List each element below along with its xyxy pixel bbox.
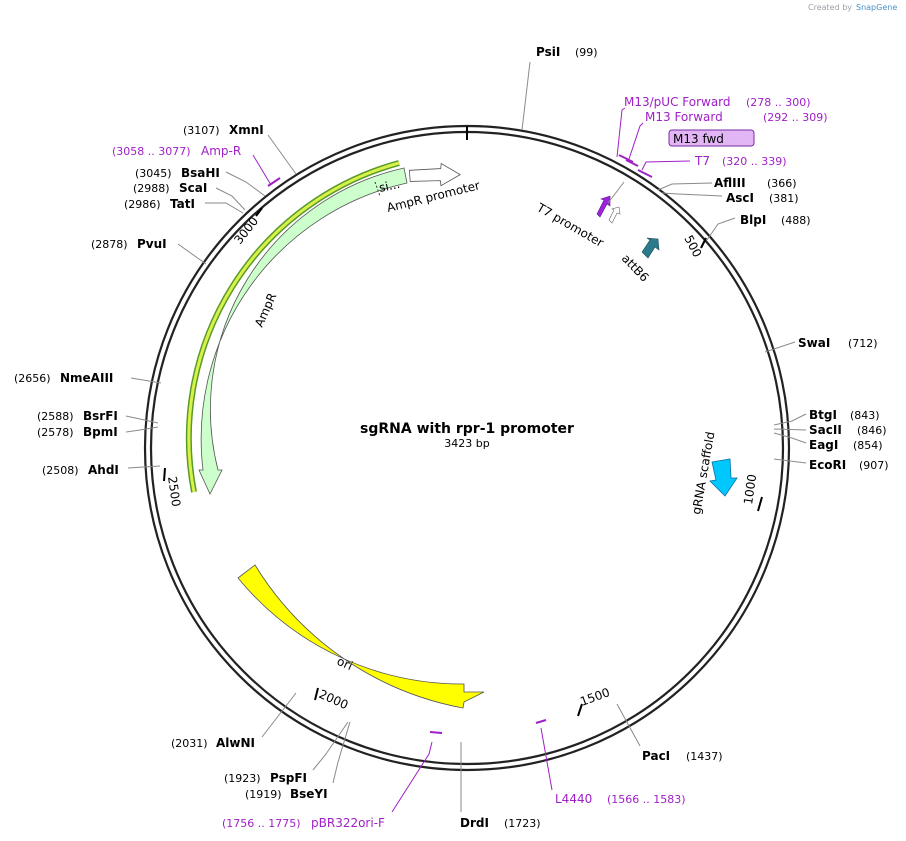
ampr-primer-band [185,160,400,493]
enzyme-name-ahdi: AhdI [88,463,119,477]
credit-brand: SnapGene [856,3,897,12]
tick-mark-500 [700,237,707,249]
tick-label-2500: 2500 [165,475,183,507]
enzyme-name-bsrfi: BsrFI [83,409,118,423]
enzyme-name-alwni: AlwNI [216,736,255,750]
primer-l4440-range: (1566 .. 1583) [607,793,686,806]
enzyme-name-psii: PsiI [536,45,560,59]
enzyme-pos-pvui: (2878) [91,238,128,251]
enzyme-name-swai: SwaI [798,336,830,350]
enzyme-name-ecori: EcoRI [809,458,846,472]
primer-ampr-range: (3058 .. 3077) [112,145,191,158]
tick-mark-2500 [163,467,166,482]
enzyme-name-bseyi: BseYI [290,787,328,801]
enzyme-pos-eagi: (854) [853,439,883,452]
ampr-signal-divider [374,181,381,197]
primer-m13puc-name: M13/pUC Forward [624,95,731,109]
grna-scaffold-arrow [709,458,738,497]
enzyme-name-bsahi: BsaHI [181,166,220,180]
enzyme-name-scai: ScaI [179,181,207,195]
tick-mark-1000 [757,496,763,512]
enzyme-name-pspfi: PspFI [270,771,307,785]
primer-m13fwd-name: M13 Forward [645,110,723,124]
tick-mark-1500 [577,703,583,717]
tick-mark-2000 [314,687,319,701]
primer-m13fwd-range: (292 .. 309) [763,111,828,124]
ampr-signal-label: si... [378,177,401,195]
enzyme-leaders [125,61,807,812]
enzyme-pos-blpi: (488) [781,214,811,227]
primer-m13puc-range: (278 .. 300) [746,96,811,109]
lac-operator-arrow [608,206,621,224]
tick-label-1500: 1500 [578,685,611,709]
enzyme-pos-paci: (1437) [686,750,723,763]
plasmid-title: sgRNA with rpr-1 promoter [360,421,574,437]
enzyme-pos-psii: (99) [575,46,598,59]
enzyme-name-paci: PacI [642,749,670,763]
enzyme-name-blpi: BlpI [740,213,766,227]
enzyme-pos-nmeaiii: (2656) [14,372,51,385]
plasmid-size: 3423 bp [444,437,489,450]
enzyme-pos-pspfi: (1923) [224,772,261,785]
enzyme-name-tati: TatI [170,197,195,211]
enzyme-pos-ahdi: (2508) [42,464,79,477]
enzyme-pos-tati: (2986) [124,198,161,211]
enzyme-name-bpmi: BpmI [83,425,118,439]
enzyme-pos-alwni: (2031) [171,737,208,750]
enzyme-pos-bseyi: (1919) [245,788,282,801]
enzyme-name-eagi: EagI [809,438,838,452]
enzyme-pos-scai: (2988) [133,182,170,195]
ori-arrow [237,564,485,709]
enzyme-pos-ecori: (907) [859,459,889,472]
enzyme-name-nmeaiii: NmeAIII [60,371,113,385]
credit-text: Created by [808,3,852,12]
enzyme-pos-drdi: (1723) [504,817,541,830]
enzyme-pos-afliii: (366) [767,177,797,190]
enzyme-pos-swai: (712) [848,337,878,350]
primer-ampr-name: Amp-R [201,144,241,158]
enzyme-pos-bpmi: (2578) [37,426,74,439]
grna-scaffold-label: gRNA scaffold [689,431,717,516]
tick-mark-3000 [255,207,263,217]
tick-label-3000: 3000 [231,214,261,247]
enzyme-name-pvui: PvuI [137,237,167,251]
enzyme-name-drdi: DrdI [460,816,489,830]
ampr-feature-arrow [198,167,408,495]
enzyme-pos-bsrfi: (2588) [37,410,74,423]
ampr-primer-band-inner [187,161,400,493]
enzyme-name-afliii: AflIII [714,176,746,190]
attb6-arrow [641,237,660,259]
enzyme-pos-sacii: (846) [857,424,887,437]
primer-t7-name: T7 [694,154,710,168]
primer-pbr322-range: (1756 .. 1775) [222,817,301,830]
primer-pbr322-name: pBR322ori-F [311,816,385,830]
enzyme-name-asci: AscI [726,191,754,205]
enzyme-labels: PsiI (99) AflIII (366) AscI (381) BlpI (… [14,45,889,830]
enzyme-pos-xmni: (3107) [183,124,220,137]
primer-m13-fwd-label: M13 fwd [673,132,724,146]
primer-t7-range: (320 .. 339) [722,155,787,168]
scale-ticks: 500 1000 1500 2000 2500 3000 [163,207,763,717]
enzyme-name-btgi: BtgI [809,408,837,422]
primers: M13/pUC Forward (278 .. 300) M13 Forward… [112,95,828,830]
tick-label-1000: 1000 [741,473,759,505]
enzyme-pos-btgi: (843) [850,409,880,422]
primer-l4440-name: L4440 [555,792,592,806]
enzyme-pos-asci: (381) [769,192,799,205]
primer-m13-fwd-box [668,129,755,147]
t7-promoter-label: T7 promoter [534,200,606,250]
tick-label-2000: 2000 [317,687,351,712]
t7-promoter-arrow [596,195,611,218]
ori-label: ori [335,654,355,673]
ampr-promoter-arrow [408,162,461,187]
enzyme-name-sacii: SacII [809,423,842,437]
enzyme-pos-bsahi: (3045) [135,167,172,180]
enzyme-name-xmni: XmnI [229,123,264,137]
ampr-label: AmpR [252,291,279,329]
